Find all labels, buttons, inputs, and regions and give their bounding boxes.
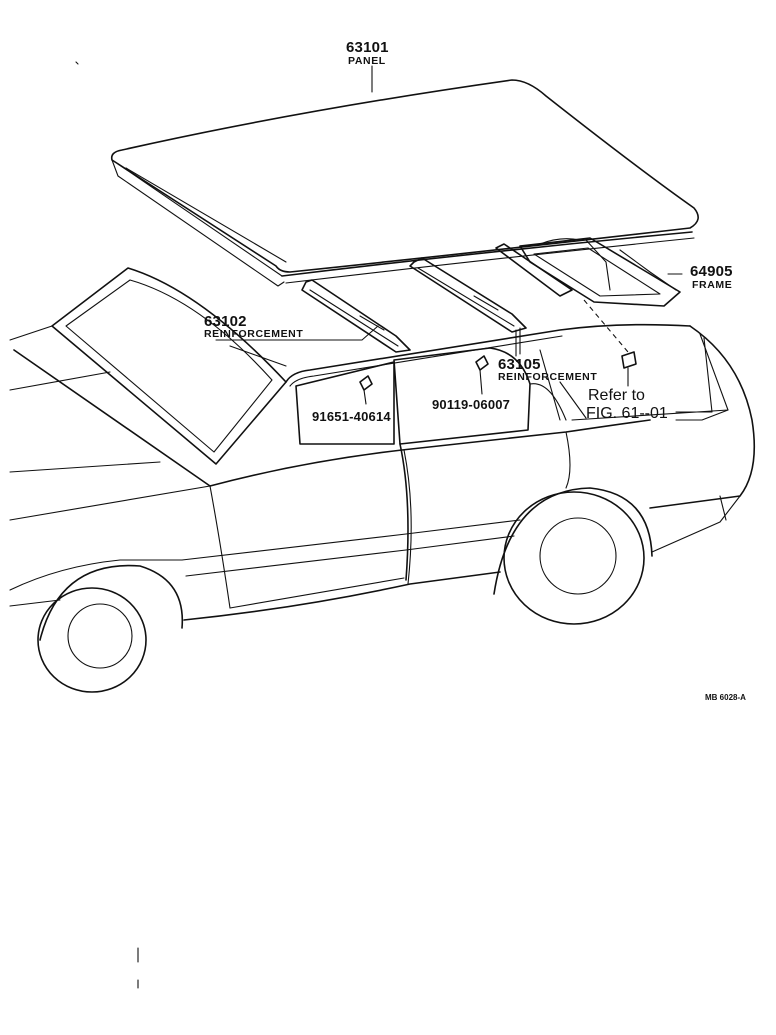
reinforcement-bars-drawing — [301, 243, 573, 353]
drawing-code: MB 6028-A — [705, 693, 746, 702]
fastener-clips-drawing — [359, 351, 637, 405]
car-body-drawing — [9, 61, 756, 693]
leader-lines — [137, 65, 729, 989]
callout-name-reinforcement-rear: REINFORCEMENT — [498, 371, 598, 383]
callout-number-frame: 64905 — [690, 263, 733, 280]
fastener-number-left: 91651-40614 — [312, 409, 391, 424]
roof-panel-drawing — [110, 79, 699, 287]
callout-name-panel: PANEL — [348, 55, 386, 67]
callout-number-panel: 63101 — [346, 39, 389, 56]
fastener-number-right: 90119-06007 — [432, 397, 511, 412]
callout-name-frame: FRAME — [692, 279, 733, 291]
callout-name-reinforcement-front: REINFORCEMENT — [204, 328, 304, 340]
reference-line-1: Refer to — [588, 387, 645, 404]
reference-line-2: FIG. 61--01 — [586, 405, 668, 422]
callout-number-reinforcement-front: 63102 — [204, 313, 247, 330]
callout-number-reinforcement-rear: 63105 — [498, 356, 541, 373]
